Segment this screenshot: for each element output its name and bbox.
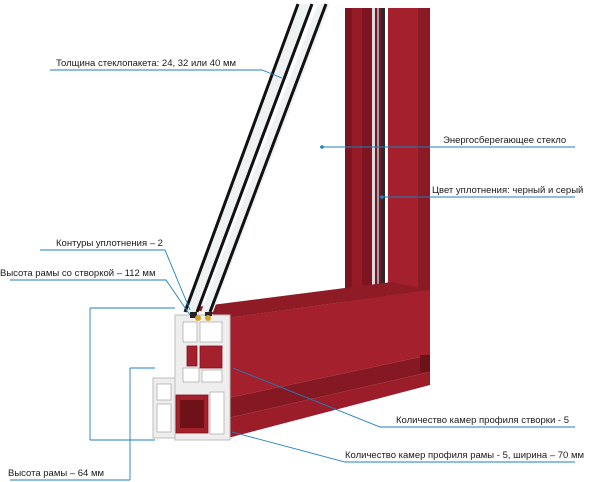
label-frame-sash-height: Высота рамы со створкой – 112 мм [0, 268, 155, 279]
label-seal-contours: Контуры уплотнения – 2 [56, 238, 163, 249]
label-frame-height: Высота рамы – 64 мм [8, 468, 104, 479]
leader-lines [10, 69, 575, 481]
profile-cross-section [152, 306, 231, 441]
glass-unit [183, 3, 330, 313]
label-sash-chambers: Количество камер профиля створки - 5 [396, 415, 569, 426]
labels: Толщина стеклопакета: 24, 32 или 40 мм Э… [0, 58, 584, 479]
label-frame-chambers: Количество камер профиля рамы - 5, ширин… [345, 450, 584, 461]
vertical-frame [345, 8, 430, 312]
leader-frame-chambers [231, 431, 575, 463]
leader-frame-sash-height [10, 279, 191, 316]
leader-sash-chambers [232, 367, 575, 428]
horizontal-profile [188, 282, 430, 438]
label-seal-color: Цвет уплотнения: черный и серый [432, 185, 583, 196]
leader-seal-contours [40, 249, 191, 311]
label-glass-thickness: Толщина стеклопакета: 24, 32 или 40 мм [56, 58, 236, 69]
leader-glass-thickness [50, 69, 283, 79]
label-energy-glass: Энергосберегающее стекло [443, 135, 566, 146]
